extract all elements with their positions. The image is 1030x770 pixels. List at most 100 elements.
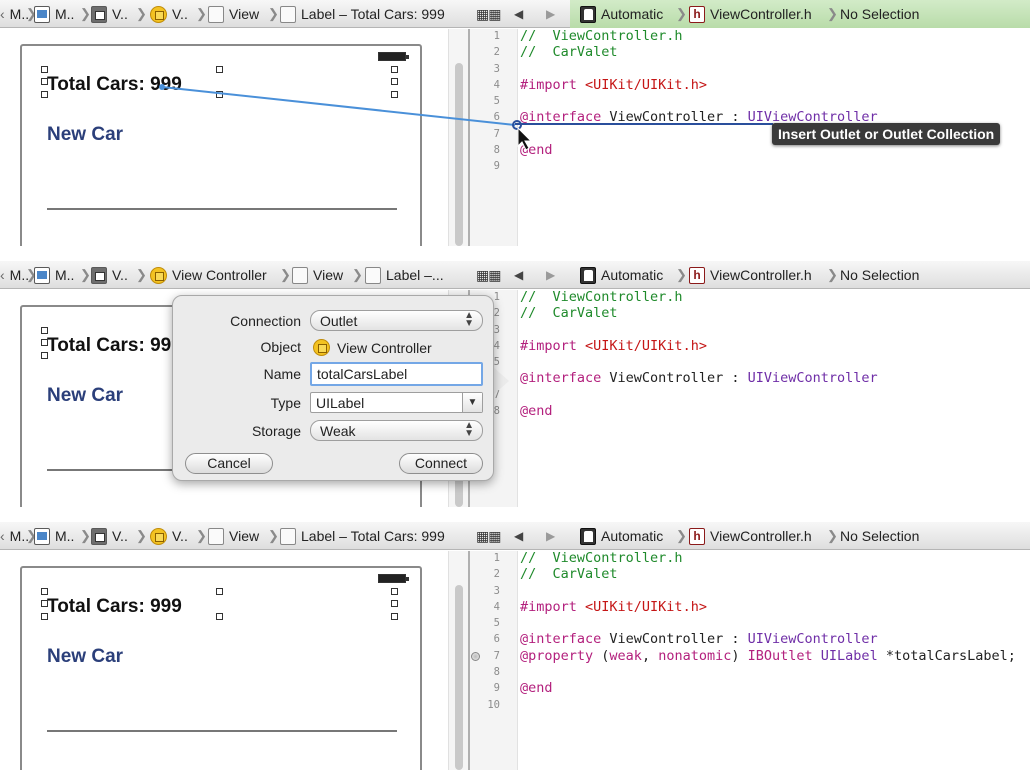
line-number: 4: [493, 601, 500, 613]
connect-button[interactable]: Connect: [399, 453, 483, 474]
selection-item[interactable]: No Selection: [840, 6, 920, 22]
jump-item-view[interactable]: View: [208, 0, 259, 28]
assistant-mode-item[interactable]: Automatic: [580, 261, 663, 289]
separator-line: [47, 730, 397, 732]
label-icon: [365, 266, 381, 284]
connection-select[interactable]: Outlet▲▼: [310, 310, 483, 331]
resize-handle[interactable]: [41, 613, 48, 620]
jump-item-group[interactable]: M..: [34, 522, 74, 550]
resize-handle[interactable]: [216, 613, 223, 620]
related-files-button[interactable]: ▦▦: [476, 261, 501, 289]
resize-handle[interactable]: [41, 600, 48, 607]
document-icon: [34, 266, 50, 284]
chevron-right-icon: ❯: [196, 528, 207, 543]
jump-item-view[interactable]: View: [292, 261, 343, 289]
jump-item-label[interactable]: Label –...: [365, 261, 444, 289]
jump-item-storyboard[interactable]: V..: [91, 0, 128, 28]
name-input[interactable]: totalCarsLabel: [310, 362, 483, 386]
total-cars-label[interactable]: Total Cars: 999: [47, 74, 182, 95]
resize-handle[interactable]: [391, 613, 398, 620]
jump-item-view-controller[interactable]: View Controller: [150, 261, 267, 289]
code-line: #import <UIKit/UIKit.h>: [520, 599, 707, 615]
jump-item-group[interactable]: M..: [34, 261, 74, 289]
jump-item-label[interactable]: Label – Total Cars: 999: [280, 0, 445, 28]
editor-divider[interactable]: [468, 29, 470, 246]
jump-item-storyboard[interactable]: V..: [91, 522, 128, 550]
cancel-button[interactable]: Cancel: [185, 453, 273, 474]
line-number: 8: [493, 666, 500, 678]
resize-handle[interactable]: [41, 78, 48, 85]
resize-handle[interactable]: [216, 66, 223, 73]
scroll-thumb[interactable]: [455, 585, 463, 770]
assistant-mode-item[interactable]: Automatic: [580, 0, 663, 28]
jump-item-project[interactable]: ‹M..: [0, 528, 30, 544]
resize-handle[interactable]: [41, 66, 48, 73]
panel-outlet-created: ‹M.. ❯ M.. ❯ V.. ❯ V.. ❯ View ❯ Label – …: [0, 522, 1030, 770]
chevron-right-icon: ❯: [268, 6, 279, 21]
chevron-right-icon: ❯: [136, 528, 147, 543]
new-car-label[interactable]: New Car: [47, 385, 124, 406]
back-button[interactable]: ◀: [514, 522, 523, 550]
storage-select[interactable]: Weak▲▼: [310, 420, 483, 441]
forward-button[interactable]: ▶: [546, 0, 555, 28]
related-files-icon: ▦▦: [476, 527, 501, 544]
assistant-mode-item[interactable]: Automatic: [580, 522, 663, 550]
code-line: // ViewController.h: [520, 550, 683, 566]
jump-item-group[interactable]: M..: [34, 0, 74, 28]
resize-handle[interactable]: [216, 588, 223, 595]
code-editor[interactable]: [518, 551, 1030, 770]
scroll-thumb[interactable]: [455, 63, 463, 246]
resize-handle[interactable]: [41, 588, 48, 595]
related-files-button[interactable]: ▦▦: [476, 0, 501, 28]
resize-handle[interactable]: [41, 327, 48, 334]
canvas-scrollbar[interactable]: [448, 29, 468, 246]
type-combobox[interactable]: UILabel▼: [310, 392, 483, 413]
jump-item-project[interactable]: ‹M..: [0, 6, 30, 22]
jump-item-view-controller[interactable]: V..: [150, 522, 188, 550]
resize-handle[interactable]: [391, 600, 398, 607]
related-files-button[interactable]: ▦▦: [476, 522, 501, 550]
resize-handle[interactable]: [391, 588, 398, 595]
new-car-label[interactable]: New Car: [47, 646, 124, 667]
outlet-connection-dot[interactable]: [471, 652, 480, 661]
chevron-right-icon: ❯: [827, 6, 838, 21]
selection-item[interactable]: No Selection: [840, 528, 920, 544]
canvas-scrollbar[interactable]: [448, 551, 468, 770]
total-cars-label[interactable]: Total Cars: 999: [47, 596, 182, 617]
updown-arrows-icon: ▲▼: [464, 420, 474, 439]
chevron-right-icon: ❯: [136, 6, 147, 21]
back-button[interactable]: ◀: [514, 0, 523, 28]
chevron-right-icon: ❯: [136, 267, 147, 282]
resize-handle[interactable]: [41, 91, 48, 98]
object-value: View Controller: [313, 339, 432, 356]
jump-item-project[interactable]: ‹M..: [0, 267, 30, 283]
jump-item-view[interactable]: View: [208, 522, 259, 550]
forward-arrow-icon: ▶: [546, 7, 556, 21]
view-controller-icon: [313, 339, 330, 356]
editor-divider[interactable]: [468, 551, 470, 770]
resize-handle[interactable]: [41, 352, 48, 359]
selection-item[interactable]: No Selection: [840, 267, 920, 283]
new-car-label[interactable]: New Car: [47, 124, 124, 145]
line-number: 1: [493, 30, 500, 42]
resize-handle[interactable]: [391, 66, 398, 73]
jump-item-storyboard[interactable]: V..: [91, 261, 128, 289]
code-line: // CarValet: [520, 44, 618, 60]
total-cars-label[interactable]: Total Cars: 999: [47, 335, 182, 356]
forward-button[interactable]: ▶: [546, 522, 555, 550]
resize-handle[interactable]: [391, 78, 398, 85]
jump-item-label[interactable]: Label – Total Cars: 999: [280, 522, 445, 550]
code-editor[interactable]: [518, 290, 1030, 507]
back-button[interactable]: ◀: [514, 261, 523, 289]
forward-button[interactable]: ▶: [546, 261, 555, 289]
view-controller-icon: [150, 266, 167, 284]
resize-handle[interactable]: [41, 339, 48, 346]
dropdown-arrow-icon[interactable]: ▼: [462, 393, 482, 412]
jump-item-view-controller[interactable]: V..: [150, 0, 188, 28]
line-number: 2: [493, 568, 500, 580]
line-gutter: [470, 551, 518, 770]
resize-handle[interactable]: [391, 91, 398, 98]
